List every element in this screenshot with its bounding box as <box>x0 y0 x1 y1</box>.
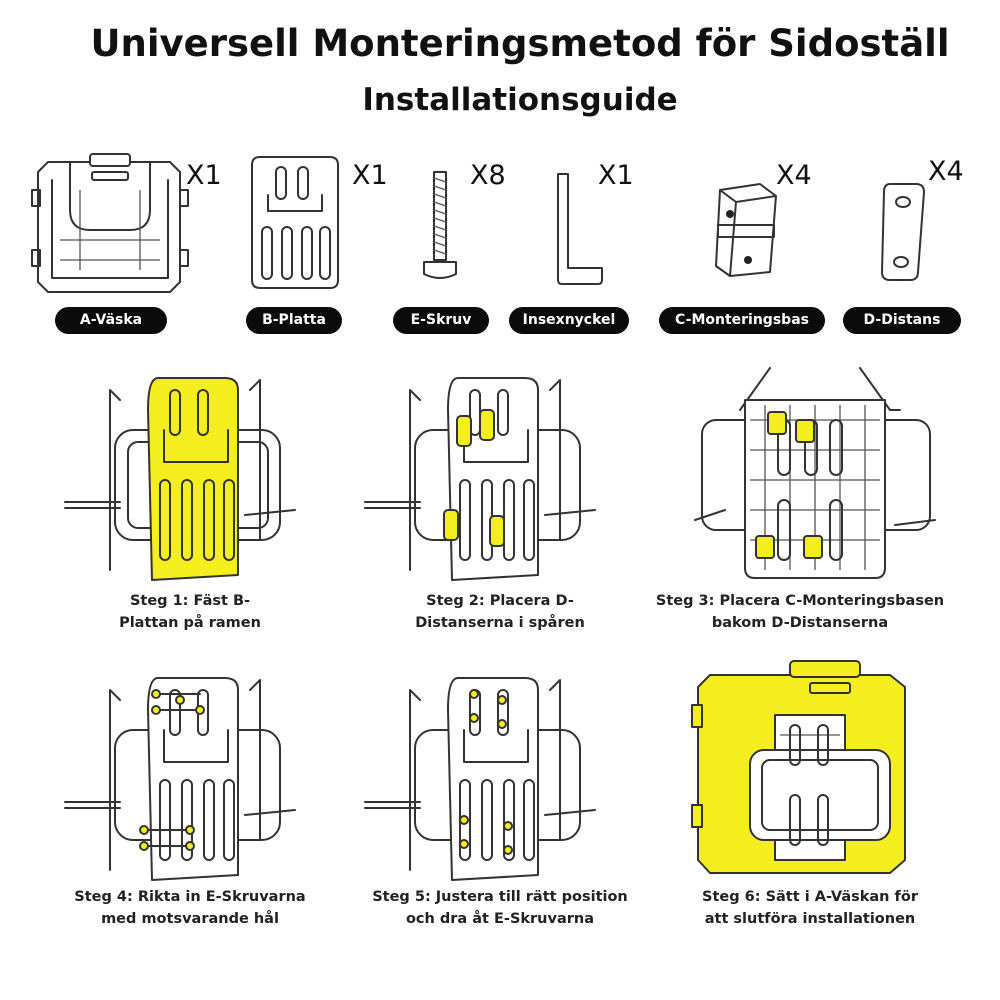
step-5-line-1: Steg 5: Justera till rätt position <box>372 889 628 905</box>
label-bag: A-Väska <box>55 307 167 334</box>
step-1-line-2: Plattan på ramen <box>119 615 261 631</box>
spacer-quantity: X4 <box>928 156 964 187</box>
page-title: Universell Monteringsmetod för Sidoställ <box>90 22 950 65</box>
step-4-illustration <box>64 677 296 881</box>
screw-part-illustration <box>423 171 457 279</box>
screw-quantity: X8 <box>470 160 506 191</box>
spacer-part-illustration <box>881 183 925 281</box>
step-1-line-1: Steg 1: Fäst B- <box>129 593 251 609</box>
page-subtitle: Installationsguide <box>362 82 678 118</box>
step-5-illustration <box>364 677 596 881</box>
step-6-line-1: Steg 6: Sätt i A-Väskan för <box>702 889 918 905</box>
step-3-line-1: Steg 3: Placera C-Monteringsbasen <box>655 593 945 609</box>
label-spacer: D-Distans <box>843 307 961 334</box>
step-1-illustration <box>64 377 296 581</box>
label-screw: E-Skruv <box>393 307 489 334</box>
label-hex-key: Insexnyckel <box>509 307 629 334</box>
step-2-caption: Steg 2: Placera D- Distanserna i spåren <box>350 590 650 634</box>
hex-key-part-illustration <box>557 173 603 285</box>
bag-quantity: X1 <box>186 160 222 191</box>
plate-quantity: X1 <box>352 160 388 191</box>
step-4-line-2: med motsvarande hål <box>101 911 279 927</box>
step-3-line-2: bakom D-Distanserna <box>711 615 889 631</box>
label-mounting-base: C-Monteringsbas <box>659 307 825 334</box>
step-1-caption: Steg 1: Fäst B- Plattan på ramen <box>40 590 340 634</box>
hex-key-quantity: X1 <box>598 160 634 191</box>
step-6-caption: Steg 6: Sätt i A-Väskan för att slutföra… <box>660 886 960 930</box>
step-4-line-1: Steg 4: Rikta in E-Skruvarna <box>74 889 306 905</box>
plate-part-illustration <box>251 156 339 289</box>
step-4-caption: Steg 4: Rikta in E-Skruvarna med motsvar… <box>40 886 340 930</box>
step-2-illustration <box>364 377 596 581</box>
step-6-line-2: att slutföra installationen <box>704 911 916 927</box>
mounting-base-quantity: X4 <box>776 160 812 191</box>
step-5-caption: Steg 5: Justera till rätt position och d… <box>350 886 650 930</box>
label-plate: B-Platta <box>246 307 342 334</box>
step-3-caption: Steg 3: Placera C-Monteringsbasen bakom … <box>650 590 950 634</box>
step-3-illustration <box>694 367 936 579</box>
step-6-illustration <box>691 660 906 874</box>
step-5-line-2: och dra åt E-Skruvarna <box>405 911 595 927</box>
mounting-base-part-illustration <box>715 183 777 277</box>
bag-part-illustration <box>31 153 189 293</box>
step-2-line-2: Distanserna i spåren <box>415 615 585 631</box>
step-2-line-1: Steg 2: Placera D- <box>426 593 574 609</box>
